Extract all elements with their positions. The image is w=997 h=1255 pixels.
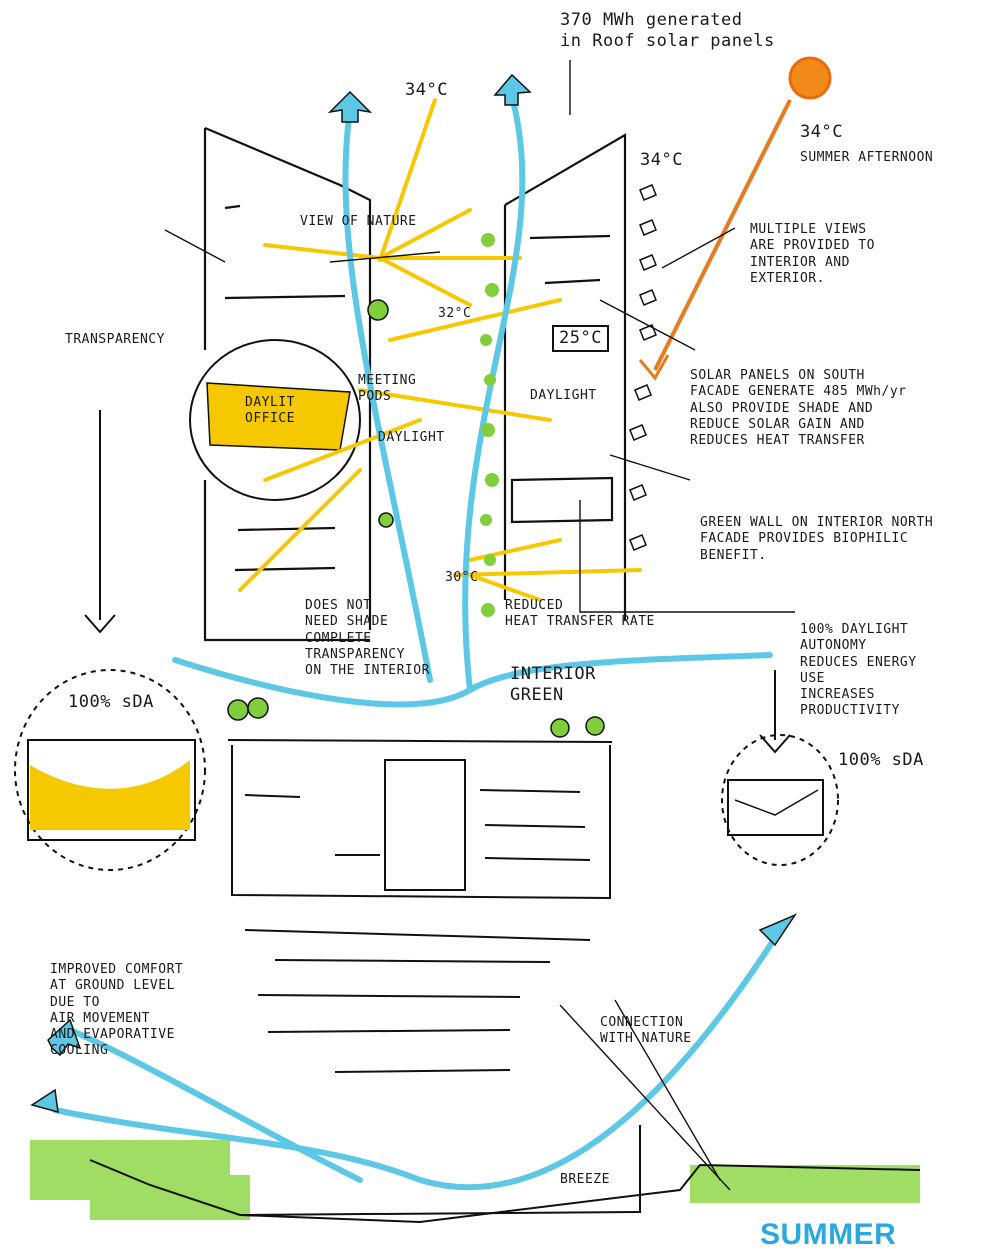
no-shade-label: DOES NOT NEED SHADE COMPLETE TRANSPARENC… <box>305 598 430 679</box>
thermostat-label: 25°C <box>552 325 609 352</box>
reduced-heat-label: REDUCED HEAT TRANSFER RATE <box>505 598 655 631</box>
sun-icon <box>640 58 830 378</box>
daylit-office-label: DAYLIT OFFICE <box>245 395 295 428</box>
daylight-autonomy-label: 100% DAYLIGHT AUTONOMY REDUCES ENERGY US… <box>800 622 917 720</box>
interior-green-label: INTERIOR GREEN <box>510 664 596 707</box>
green-wall-label: GREEN WALL ON INTERIOR NORTH FACADE PROV… <box>700 515 933 564</box>
roof-solar-label: 370 MWh generated in Roof solar panels <box>560 10 775 53</box>
temp-tower-label: 34°C <box>640 150 683 171</box>
ground-greenery <box>30 1140 920 1220</box>
view-nature-label: VIEW OF NATURE <box>300 214 417 230</box>
leader-lines <box>165 60 795 1190</box>
temp-top-label: 34°C <box>405 80 448 101</box>
transparency-label: TRANSPARENCY <box>65 332 165 348</box>
sda-right-label: 100% sDA <box>838 750 924 771</box>
sun-caption-label: SUMMER AFTERNOON <box>800 150 933 166</box>
sda-right-icon <box>722 735 838 865</box>
solar-south-label: SOLAR PANELS ON SOUTH FACADE GENERATE 48… <box>690 368 907 449</box>
daylight-mid-label: DAYLIGHT <box>378 430 445 446</box>
temp-sun-label: 34°C <box>800 122 843 143</box>
daylight-right-label: DAYLIGHT <box>530 388 597 404</box>
improved-comfort-label: IMPROVED COMFORT AT GROUND LEVEL DUE TO … <box>50 962 183 1060</box>
solar-panels-south <box>630 185 656 550</box>
season-title: SUMMER <box>760 1218 896 1252</box>
connection-label: CONNECTION WITH NATURE <box>600 1015 692 1048</box>
meeting-pods-label: MEETING PODS <box>358 373 416 406</box>
temp-32-label: 32°C <box>438 306 471 322</box>
multiple-views-label: MULTIPLE VIEWS ARE PROVIDED TO INTERIOR … <box>750 222 875 287</box>
lower-building <box>245 930 590 1072</box>
sda-left-label: 100% sDA <box>68 692 154 713</box>
temp-30-label: 30°C <box>445 570 478 586</box>
breeze-label: BREEZE <box>560 1172 610 1188</box>
podium-building <box>228 740 612 898</box>
